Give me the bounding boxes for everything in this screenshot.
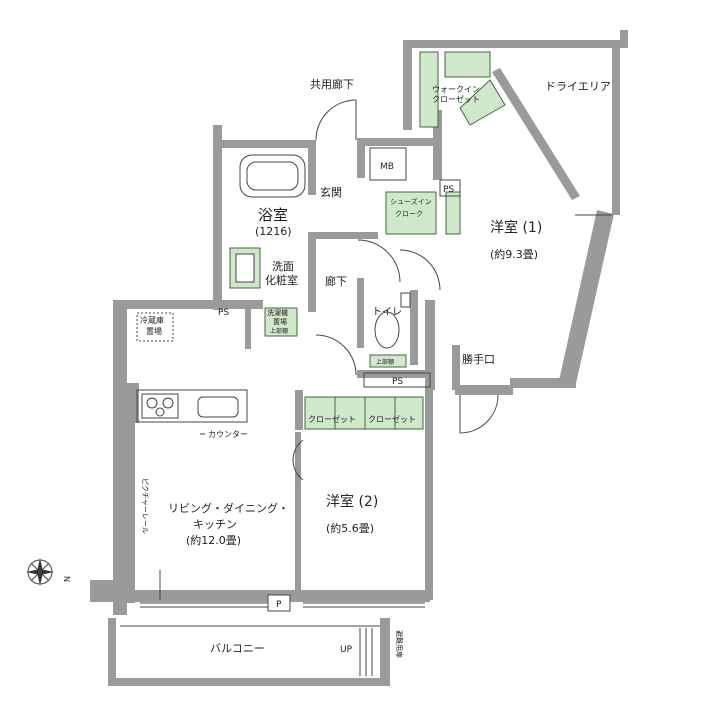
shoes-closet-label-1: シューズイン	[390, 197, 432, 206]
up-label: UP	[340, 645, 353, 655]
upper-shelf-label: 上部棚	[270, 327, 288, 335]
hallway-label: 廊下	[325, 274, 347, 288]
ps-box-entrance	[439, 179, 461, 197]
toilet-shelf-label: 上部棚	[376, 358, 394, 366]
north-label: N	[62, 576, 71, 582]
p-mark-label: P	[276, 600, 282, 610]
windows	[120, 214, 612, 627]
fridge-label-1: 冷蔵庫	[140, 315, 164, 325]
counter-label: カウンター	[208, 430, 248, 439]
western-room-2-label: 洋室 (2)	[326, 493, 378, 510]
service-entrance-label: 勝手口	[462, 352, 495, 366]
bath-label: 浴室	[258, 206, 288, 224]
ps-entrance-label: PS	[443, 185, 454, 195]
ps-box-toilet	[363, 372, 431, 388]
picture-rail-label: ピクチャーレール	[141, 478, 149, 534]
dry-area-label: ドライエリア	[545, 80, 611, 93]
common-corridor-label: 共用廊下	[310, 77, 354, 91]
washroom-label-1: 洗面	[272, 260, 294, 273]
washer-label-1: 洗濯機	[267, 308, 288, 317]
shoes-closet-label-2: クローク	[395, 210, 423, 218]
shoes-in-closet	[385, 191, 461, 235]
toilet-shelf	[369, 292, 411, 368]
kitchen-counter	[136, 389, 248, 423]
steps	[359, 628, 373, 676]
compass-icon	[26, 558, 54, 586]
closet-right-label: クローゼット	[368, 414, 416, 424]
ldk-label-2: キッチン	[193, 518, 237, 531]
western-room-2-size: (約5.6畳)	[326, 521, 374, 535]
walk-in-closet-label-1: ウォークイン	[432, 85, 480, 94]
walk-in-closet-label-2: クローゼット	[432, 94, 480, 104]
mb-label: MB	[380, 162, 394, 172]
ps-toilet-label: PS	[392, 377, 403, 387]
washer-space	[264, 307, 298, 337]
fridge-label-2: 置場	[146, 326, 162, 336]
western-room-1-label: 洋室 (1)	[490, 219, 542, 236]
washer-label-2: 置場	[273, 317, 287, 326]
washroom-label-2: 化粧室	[265, 273, 298, 287]
p-box	[267, 594, 291, 612]
walk-in-closet-shelves	[419, 51, 506, 128]
walls	[90, 30, 628, 686]
ps-kitchen-label: PS	[218, 308, 229, 318]
fridge-space	[136, 312, 174, 342]
bathtub	[239, 154, 306, 198]
balcony-label: バルコニー	[210, 642, 265, 655]
bath-size-label: (1216)	[255, 225, 292, 238]
toilet-label: トイレ	[372, 307, 402, 318]
door-swings	[159, 99, 499, 600]
evacuation-hatch-label: 避難用扉	[395, 630, 404, 658]
closet-left-label: クローゼット	[308, 414, 356, 424]
ldk-label-3: (約12.0畳)	[186, 533, 241, 547]
mb-box	[369, 147, 407, 181]
western-room-1-size: (約9.3畳)	[490, 247, 538, 261]
washbasin	[229, 247, 261, 289]
ldk-label-1: リビング・ダイニング・	[168, 501, 289, 515]
closet-units	[304, 396, 424, 430]
entrance-label: 玄関	[320, 185, 342, 199]
